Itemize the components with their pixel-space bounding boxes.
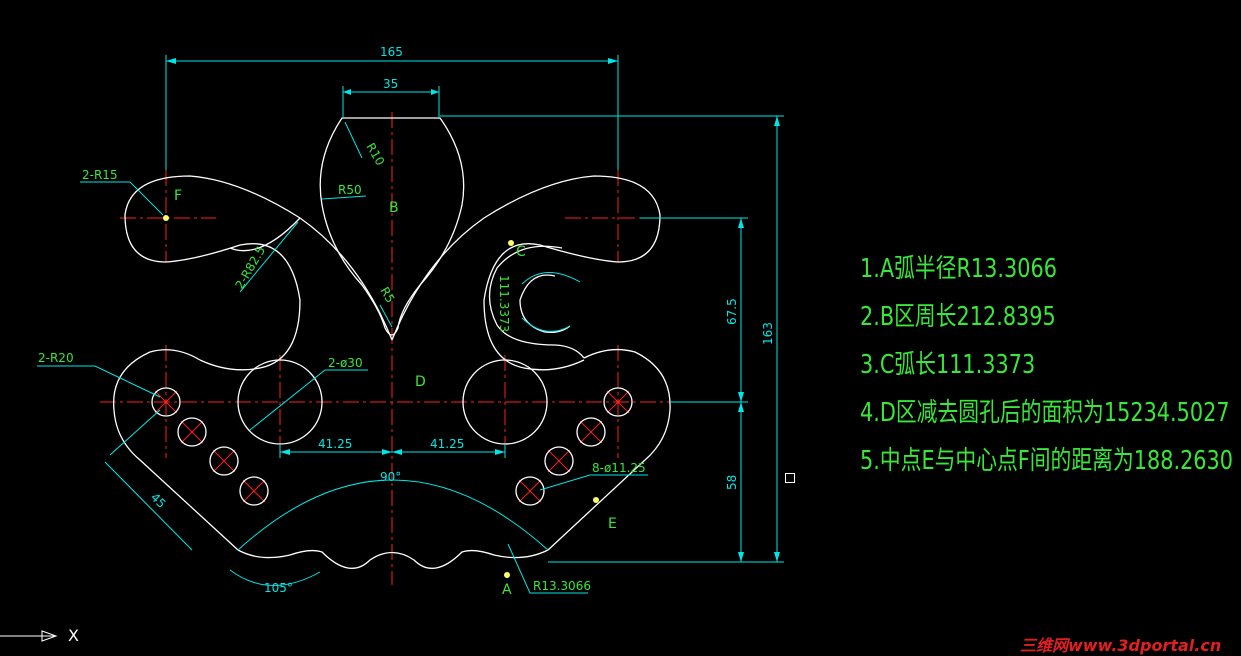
- dim-left-41-25: 41.25: [318, 437, 352, 451]
- dim-right-41-25: 41.25: [430, 437, 464, 451]
- point-c-marker: [508, 240, 514, 246]
- bottom-left-lobe: [113, 349, 239, 551]
- left-eye-arc: [229, 217, 301, 252]
- label-2-phi30: 2-ø30: [328, 356, 363, 370]
- result-line-1: 1.A弧半径R13.3066: [860, 254, 1057, 284]
- leader-text: 2-R15 2-R20 R50 2-ø30 8-ø11.25 R13.3066 …: [38, 141, 646, 594]
- boss-hole-left: [151, 387, 181, 417]
- selection-grip[interactable]: [785, 473, 795, 483]
- ucs-axis-icon: [0, 630, 58, 642]
- dimension-text: 165 35 41.25 41.25 90° 105° 163 67.5 58 …: [148, 45, 775, 595]
- dim-35: 35: [383, 77, 398, 91]
- central-petal: [319, 117, 465, 336]
- label-r50: R50: [338, 183, 362, 197]
- dim-90-deg: 90°: [380, 470, 401, 484]
- label-point-d: D: [415, 374, 426, 390]
- dimension-lines: [37, 55, 784, 594]
- label-point-c: C: [516, 244, 526, 260]
- label-8-phi11-25: 8-ø11.25: [592, 461, 646, 475]
- arrowheads: [166, 58, 780, 562]
- small-hole: [515, 476, 545, 506]
- bottom-wave: [237, 549, 549, 569]
- result-line-3: 3.C弧长111.3373: [860, 350, 1036, 380]
- small-hole: [576, 417, 606, 447]
- part-outline: [113, 117, 671, 569]
- label-r5: R5: [377, 285, 397, 306]
- results-panel: 1.A弧半径R13.3066 2.B区周长212.8395 3.C弧长111.3…: [860, 245, 1241, 485]
- label-r13-3066: R13.3066: [533, 579, 591, 593]
- watermark: 三维网www.3dportal.cn: [1020, 636, 1222, 655]
- boss-hole-right: [603, 387, 633, 417]
- dim-67-5: 67.5: [725, 298, 739, 325]
- label-arc-c: 111.3373: [497, 275, 511, 332]
- label-2-r15: 2-R15: [82, 168, 118, 182]
- dim-58: 58: [725, 475, 739, 490]
- label-point-e: E: [608, 516, 617, 532]
- small-hole: [239, 476, 269, 506]
- result-line-5: 5.中点E与中心点F间的距离为188.2630: [860, 446, 1233, 476]
- result-line-4: 4.D区减去圆孔后的面积为15234.5027: [860, 398, 1230, 428]
- left-scroll: [124, 175, 393, 371]
- right-hook-inner: [519, 274, 571, 334]
- result-line-2: 2.B区周长212.8395: [860, 302, 1056, 332]
- label-point-a: A: [502, 582, 512, 598]
- point-a-marker: [504, 572, 510, 578]
- feature-points: [163, 215, 599, 578]
- label-r10: R10: [363, 141, 387, 168]
- small-hole-centerlines: [154, 390, 630, 503]
- right-scroll: [391, 175, 661, 371]
- dim-105-deg: 105°: [264, 581, 293, 595]
- point-labels: F B C D E A: [174, 188, 617, 598]
- label-point-b: B: [389, 200, 399, 216]
- small-hole: [209, 446, 239, 476]
- label-2-r82-5: 2-R82.5: [232, 244, 268, 292]
- small-hole: [177, 417, 207, 447]
- ucs-x-label: X: [68, 626, 79, 645]
- right-hook: [488, 245, 585, 359]
- label-2-r20: 2-R20: [38, 351, 74, 365]
- point-e-marker: [593, 497, 599, 503]
- small-hole: [544, 446, 574, 476]
- dim-165: 165: [380, 45, 403, 59]
- bottom-right-lobe: [547, 348, 671, 551]
- label-point-f: F: [174, 188, 182, 204]
- point-f-marker: [163, 215, 169, 221]
- centerlines: [100, 112, 685, 585]
- dim-163: 163: [761, 322, 775, 345]
